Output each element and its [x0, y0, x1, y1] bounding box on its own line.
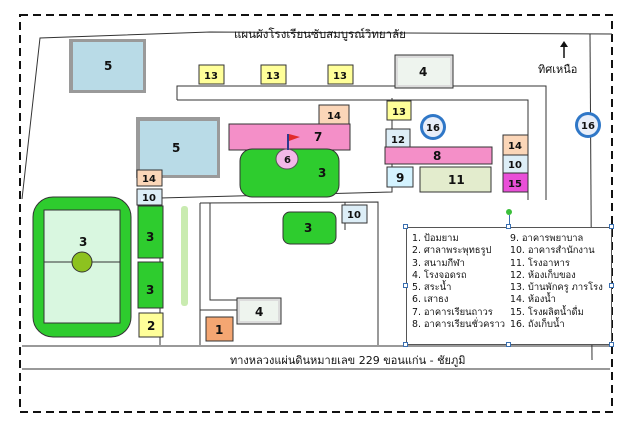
toilet-14b-label: 14 [142, 174, 156, 185]
toilet-14b [136, 169, 163, 187]
resize-handle[interactable] [506, 224, 511, 229]
rotate-handle-stem [509, 215, 510, 225]
resize-handle[interactable] [609, 224, 614, 229]
building-1 [205, 316, 234, 342]
legend-item: 4. โรงจอดรถ [412, 269, 467, 281]
field-3-football-label: 3 [79, 235, 87, 249]
legend-item: 9. อาคารพยาบาล [510, 233, 584, 244]
building-13c-label: 13 [333, 71, 347, 82]
building-8 [384, 146, 493, 165]
toilet-14a-label: 14 [327, 111, 341, 122]
resize-handle[interactable] [609, 342, 614, 347]
legend-item: 2. ศาลาพระพุทธรูป [412, 245, 492, 257]
resize-handle[interactable] [506, 342, 511, 347]
building-11-label: 11 [448, 173, 465, 187]
office-10a-label: 10 [142, 193, 156, 204]
building-11 [419, 166, 492, 193]
flagpole-6-label: 6 [284, 155, 291, 166]
building-13b [260, 64, 287, 85]
parking-4b-label: 4 [255, 305, 263, 319]
legend-item: 16. ถังเก็บน้ำ [510, 319, 565, 331]
building-8-label: 8 [433, 149, 441, 163]
north-label: ทิศเหนือ [538, 63, 578, 76]
legend-item: 6. เสาธง [412, 294, 449, 306]
legend-item: 1. ป้อมยาม [412, 233, 459, 244]
office-10c-label: 10 [508, 160, 522, 171]
rotate-handle[interactable] [506, 209, 512, 215]
building-7-label: 7 [314, 130, 322, 144]
hedge-strip [181, 206, 188, 306]
legend-item: 15. โรงผลิตน้ำดื่ม [510, 306, 584, 318]
building-13b-label: 13 [266, 71, 280, 82]
flag-icon [289, 134, 300, 141]
building-2-label: 2 [147, 319, 155, 333]
resize-handle[interactable] [403, 283, 408, 288]
building-13d-label: 13 [392, 107, 406, 118]
legend-right-column: 9. อาคารพยาบาล 10. อาคารสำนักงาน 11. โรง… [510, 233, 603, 331]
legend-item: 13. บ้านพักครู ภารโรง [510, 282, 603, 294]
building-13c [327, 64, 354, 85]
field-3-court-a [137, 205, 164, 259]
parking-4a-label: 4 [419, 65, 427, 79]
pond-5a-label: 5 [104, 59, 112, 73]
field-3-court-b-label: 3 [146, 283, 154, 297]
legend-item: 3. สนามกีฬา [412, 257, 465, 269]
office-10b-label: 10 [347, 210, 361, 221]
resize-handle[interactable] [403, 342, 408, 347]
building-9-label: 9 [396, 171, 404, 185]
resize-handle[interactable] [609, 283, 614, 288]
pond-5b-label: 5 [172, 141, 180, 155]
site-outline [21, 31, 613, 200]
legend-item: 10. อาคารสำนักงาน [510, 245, 595, 257]
field-3-court-a-label: 3 [146, 230, 154, 244]
water-tank-16a-label: 16 [426, 123, 440, 134]
field-3-lower [282, 211, 337, 245]
legend-item: 14. ห้องน้ำ [510, 294, 556, 306]
toilet-14c-label: 14 [508, 141, 522, 152]
field-3-center-label: 3 [318, 166, 326, 180]
legend-item: 8. อาคารเรียนชั่วคราว [412, 319, 505, 331]
building-13a-label: 13 [204, 71, 218, 82]
building-15 [502, 172, 529, 193]
legend-box[interactable]: 1. ป้อมยาม 2. ศาลาพระพุทธรูป 3. สนามกีฬา… [406, 227, 612, 345]
water-tank-16b-label: 16 [581, 121, 595, 132]
building-13d [386, 100, 412, 121]
building-9 [386, 166, 414, 188]
highway-label: ทางหลวงแผ่นดินหมายเลข 229 ขอนแก่น - ชัยภ… [230, 354, 466, 367]
building-15-label: 15 [508, 179, 522, 190]
legend-item: 12. ห้องเก็บของ [510, 269, 576, 281]
building-2 [138, 312, 164, 338]
legend-left-column: 1. ป้อมยาม 2. ศาลาพระพุทธรูป 3. สนามกีฬา… [412, 233, 505, 331]
building-13a [198, 64, 225, 85]
legend-item: 5. สระน้ำ [412, 282, 452, 294]
map-title: แผนผังโรงเรียนซับสมบูรณ์วิทยาลัย [234, 27, 406, 41]
building-1-label: 1 [215, 323, 223, 337]
legend-item: 7. อาคารเรียนถาวร [412, 306, 493, 318]
field-3-lower-label: 3 [304, 221, 312, 235]
legend-item: 11. โรงอาหาร [510, 257, 570, 269]
office-10a [136, 188, 163, 206]
office-10b [341, 204, 368, 224]
storage-12-label: 12 [391, 135, 405, 146]
field-3-court-b [137, 261, 164, 309]
resize-handle[interactable] [403, 224, 408, 229]
